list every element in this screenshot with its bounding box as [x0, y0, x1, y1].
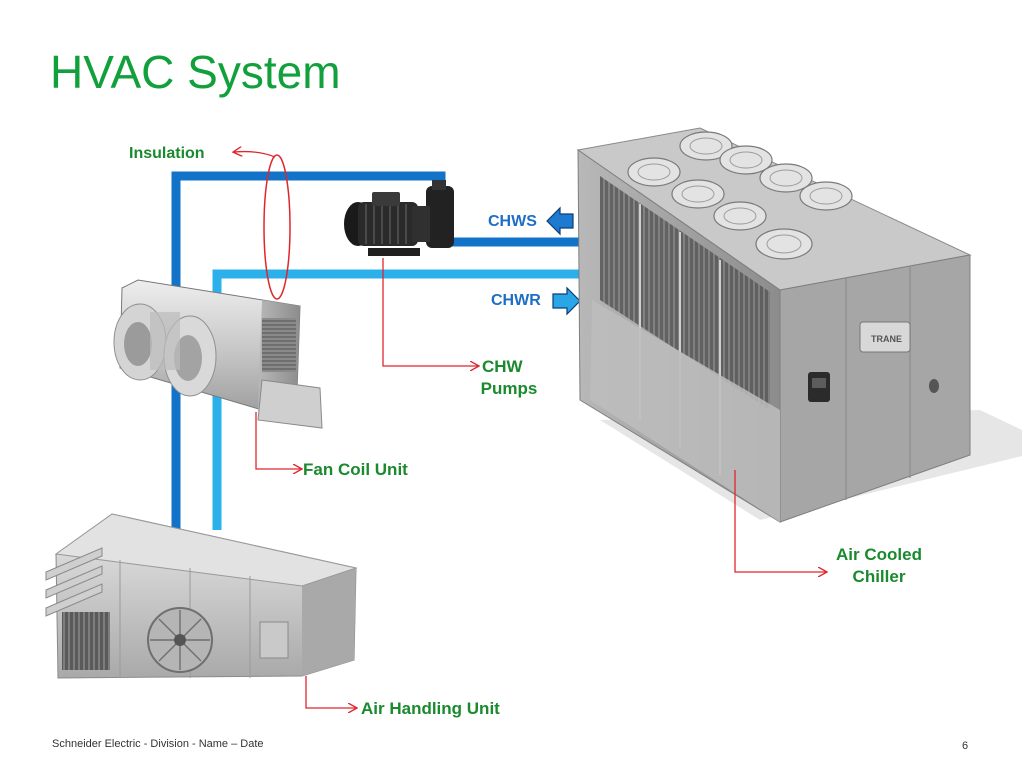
slide-footer: Schneider Electric - Division - Name – D… [52, 738, 264, 750]
fan-coil-callout-arrow [255, 412, 301, 469]
chwr-direction-arrow-icon [552, 286, 581, 316]
chws-label: CHWS [488, 213, 537, 230]
air-cooled-chiller-label-line1: Air Cooled [836, 545, 922, 564]
ahu-callout-arrow [305, 676, 356, 708]
insulation-callout-arrow [234, 152, 276, 158]
slide-title: HVAC System [50, 46, 341, 98]
chilled-water-return-pipe [212, 269, 584, 530]
chw-pumps-label: CHW Pumps [474, 356, 544, 400]
air-cooled-chiller-label-line2: Chiller [852, 567, 906, 587]
insulation-label: Insulation [129, 145, 205, 162]
air-handling-unit-illustration [45, 513, 358, 679]
chw-pump-illustration [344, 180, 454, 256]
chw-pumps-label-line1: CHW [482, 357, 523, 376]
page-number: 6 [962, 740, 969, 752]
fan-coil-unit-label: Fan Coil Unit [303, 460, 408, 479]
fan-coil-unit-illustration [113, 279, 323, 429]
pump-callout-arrow [382, 258, 478, 366]
chwr-label: CHWR [491, 292, 541, 309]
air-handling-unit-label: Air Handling Unit [361, 699, 500, 718]
insulation-highlight-ellipse [263, 154, 291, 300]
chw-pumps-label-line2: Pumps [480, 379, 538, 399]
chiller-brand-logo: TRANE [871, 334, 902, 344]
chiller-callout-arrow [734, 470, 826, 572]
air-cooled-chiller-illustration: TRANE [576, 127, 1022, 523]
chws-direction-arrow-icon [546, 206, 574, 236]
air-cooled-chiller-label: Air Cooled Chiller [824, 544, 934, 588]
